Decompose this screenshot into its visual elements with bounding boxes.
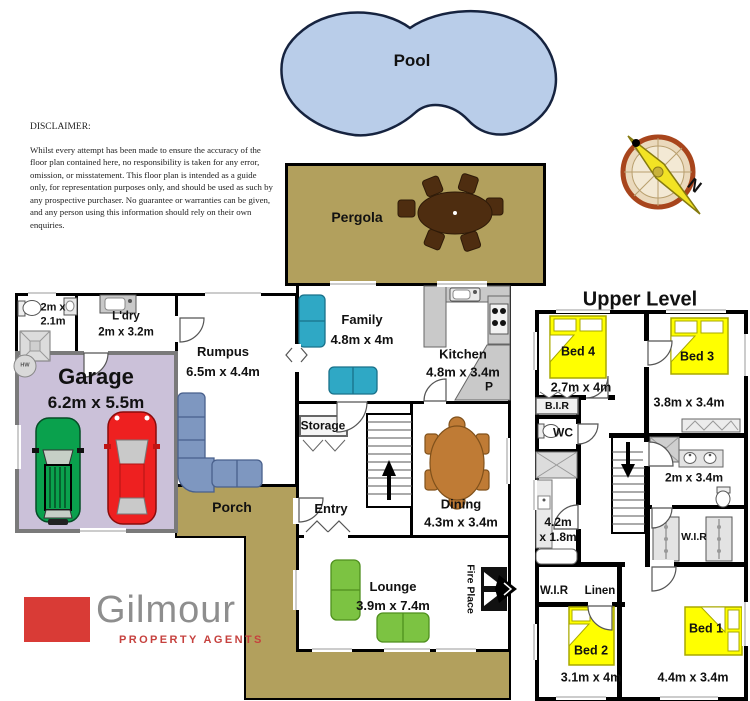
- upper-level-plan: [535, 310, 748, 701]
- bed1-name: Bed 1: [688, 621, 724, 636]
- bath-left-dims: 4.2m x 1.8m: [539, 515, 576, 545]
- disclaimer-body: Whilst every attempt has been made to en…: [30, 145, 273, 230]
- compass-rose: [620, 134, 701, 215]
- pantry-label: P: [484, 379, 494, 394]
- bed4-dims: 2.7m x 4m: [550, 380, 612, 395]
- storage-label: Storage: [300, 418, 346, 433]
- wc-label: WC: [553, 425, 573, 440]
- family-name: Family: [341, 311, 383, 327]
- bath-left-dims-line2: x 1.8m: [539, 530, 577, 544]
- laundry-label: L'dry 2m x 3.2m: [98, 309, 154, 340]
- bed2-dims: 3.1m x 4m: [560, 670, 622, 685]
- garage-dims: 6.2m x 5.5m: [47, 392, 145, 412]
- hw-label: HW: [20, 362, 30, 369]
- porch-label: Porch: [212, 499, 252, 516]
- bath-right-dims: 2m x 3.4m: [664, 470, 724, 485]
- garage-name: Garage: [58, 363, 134, 389]
- lounge-dims: 3.9m x 7.4m: [356, 598, 430, 613]
- bed3-name: Bed 3: [679, 349, 715, 364]
- bed3-dims: 3.8m x 3.4m: [653, 395, 725, 410]
- wir-right-label: W.I.R: [681, 530, 707, 543]
- family-label: Family 4.8m x 4m: [331, 310, 394, 350]
- bir-label: B.I.R: [545, 399, 569, 412]
- pergola-area: [285, 163, 546, 286]
- dining-name: Dining: [440, 496, 482, 512]
- family-dims: 4.8m x 4m: [330, 332, 394, 347]
- disclaimer: DISCLAIMER: Whilst every attempt has bee…: [30, 122, 273, 231]
- bathroom-dims: 2m x 2.1m: [40, 301, 65, 330]
- upper-level-title: Upper Level: [582, 288, 698, 311]
- dining-dims: 4.3m x 3.4m: [424, 514, 498, 529]
- entry-label: Entry: [314, 500, 348, 516]
- kitchen-dims: 4.8m x 3.4m: [426, 364, 500, 379]
- bathroom-dims-line2: 2.1m: [40, 316, 66, 328]
- rumpus-name: Rumpus: [197, 343, 249, 359]
- pergola-label: Pergola: [331, 209, 383, 226]
- bathroom-dims-line1: 2m x: [40, 301, 66, 314]
- disclaimer-title: DISCLAIMER:: [30, 122, 91, 132]
- bed4-name: Bed 4: [560, 344, 596, 359]
- fireplace-label: Fire Place: [464, 564, 477, 614]
- bed2-name: Bed 2: [573, 643, 609, 658]
- rumpus-dims: 6.5m x 4.4m: [186, 364, 260, 379]
- brand-tagline: PROPERTY AGENTS: [119, 634, 264, 646]
- lounge-name: Lounge: [369, 579, 417, 595]
- laundry-name: L'dry: [112, 310, 140, 323]
- lounge-label: Lounge 3.9m x 7.4m: [356, 578, 430, 616]
- kitchen-label: Kitchen 4.8m x 3.4m: [426, 345, 500, 380]
- kitchen-name: Kitchen: [439, 346, 487, 362]
- bath-left-dims-line1: 4.2m: [544, 515, 572, 529]
- room-rumpus: [175, 293, 298, 487]
- laundry-dims: 2m x 3.2m: [98, 326, 154, 338]
- pool-label: Pool: [393, 50, 431, 70]
- rumpus-label: Rumpus 6.5m x 4.4m: [186, 342, 260, 382]
- wir-left-label: W.I.R: [539, 585, 569, 598]
- compass-north-label: N: [683, 174, 706, 197]
- room-family-kitchen: [296, 283, 511, 404]
- brand-logo-square: [24, 597, 90, 642]
- brand-name: Gilmour: [96, 589, 237, 631]
- linen-label: Linen: [584, 585, 616, 598]
- dining-label: Dining 4.3m x 3.4m: [424, 495, 498, 530]
- bed1-dims: 4.4m x 3.4m: [657, 670, 729, 685]
